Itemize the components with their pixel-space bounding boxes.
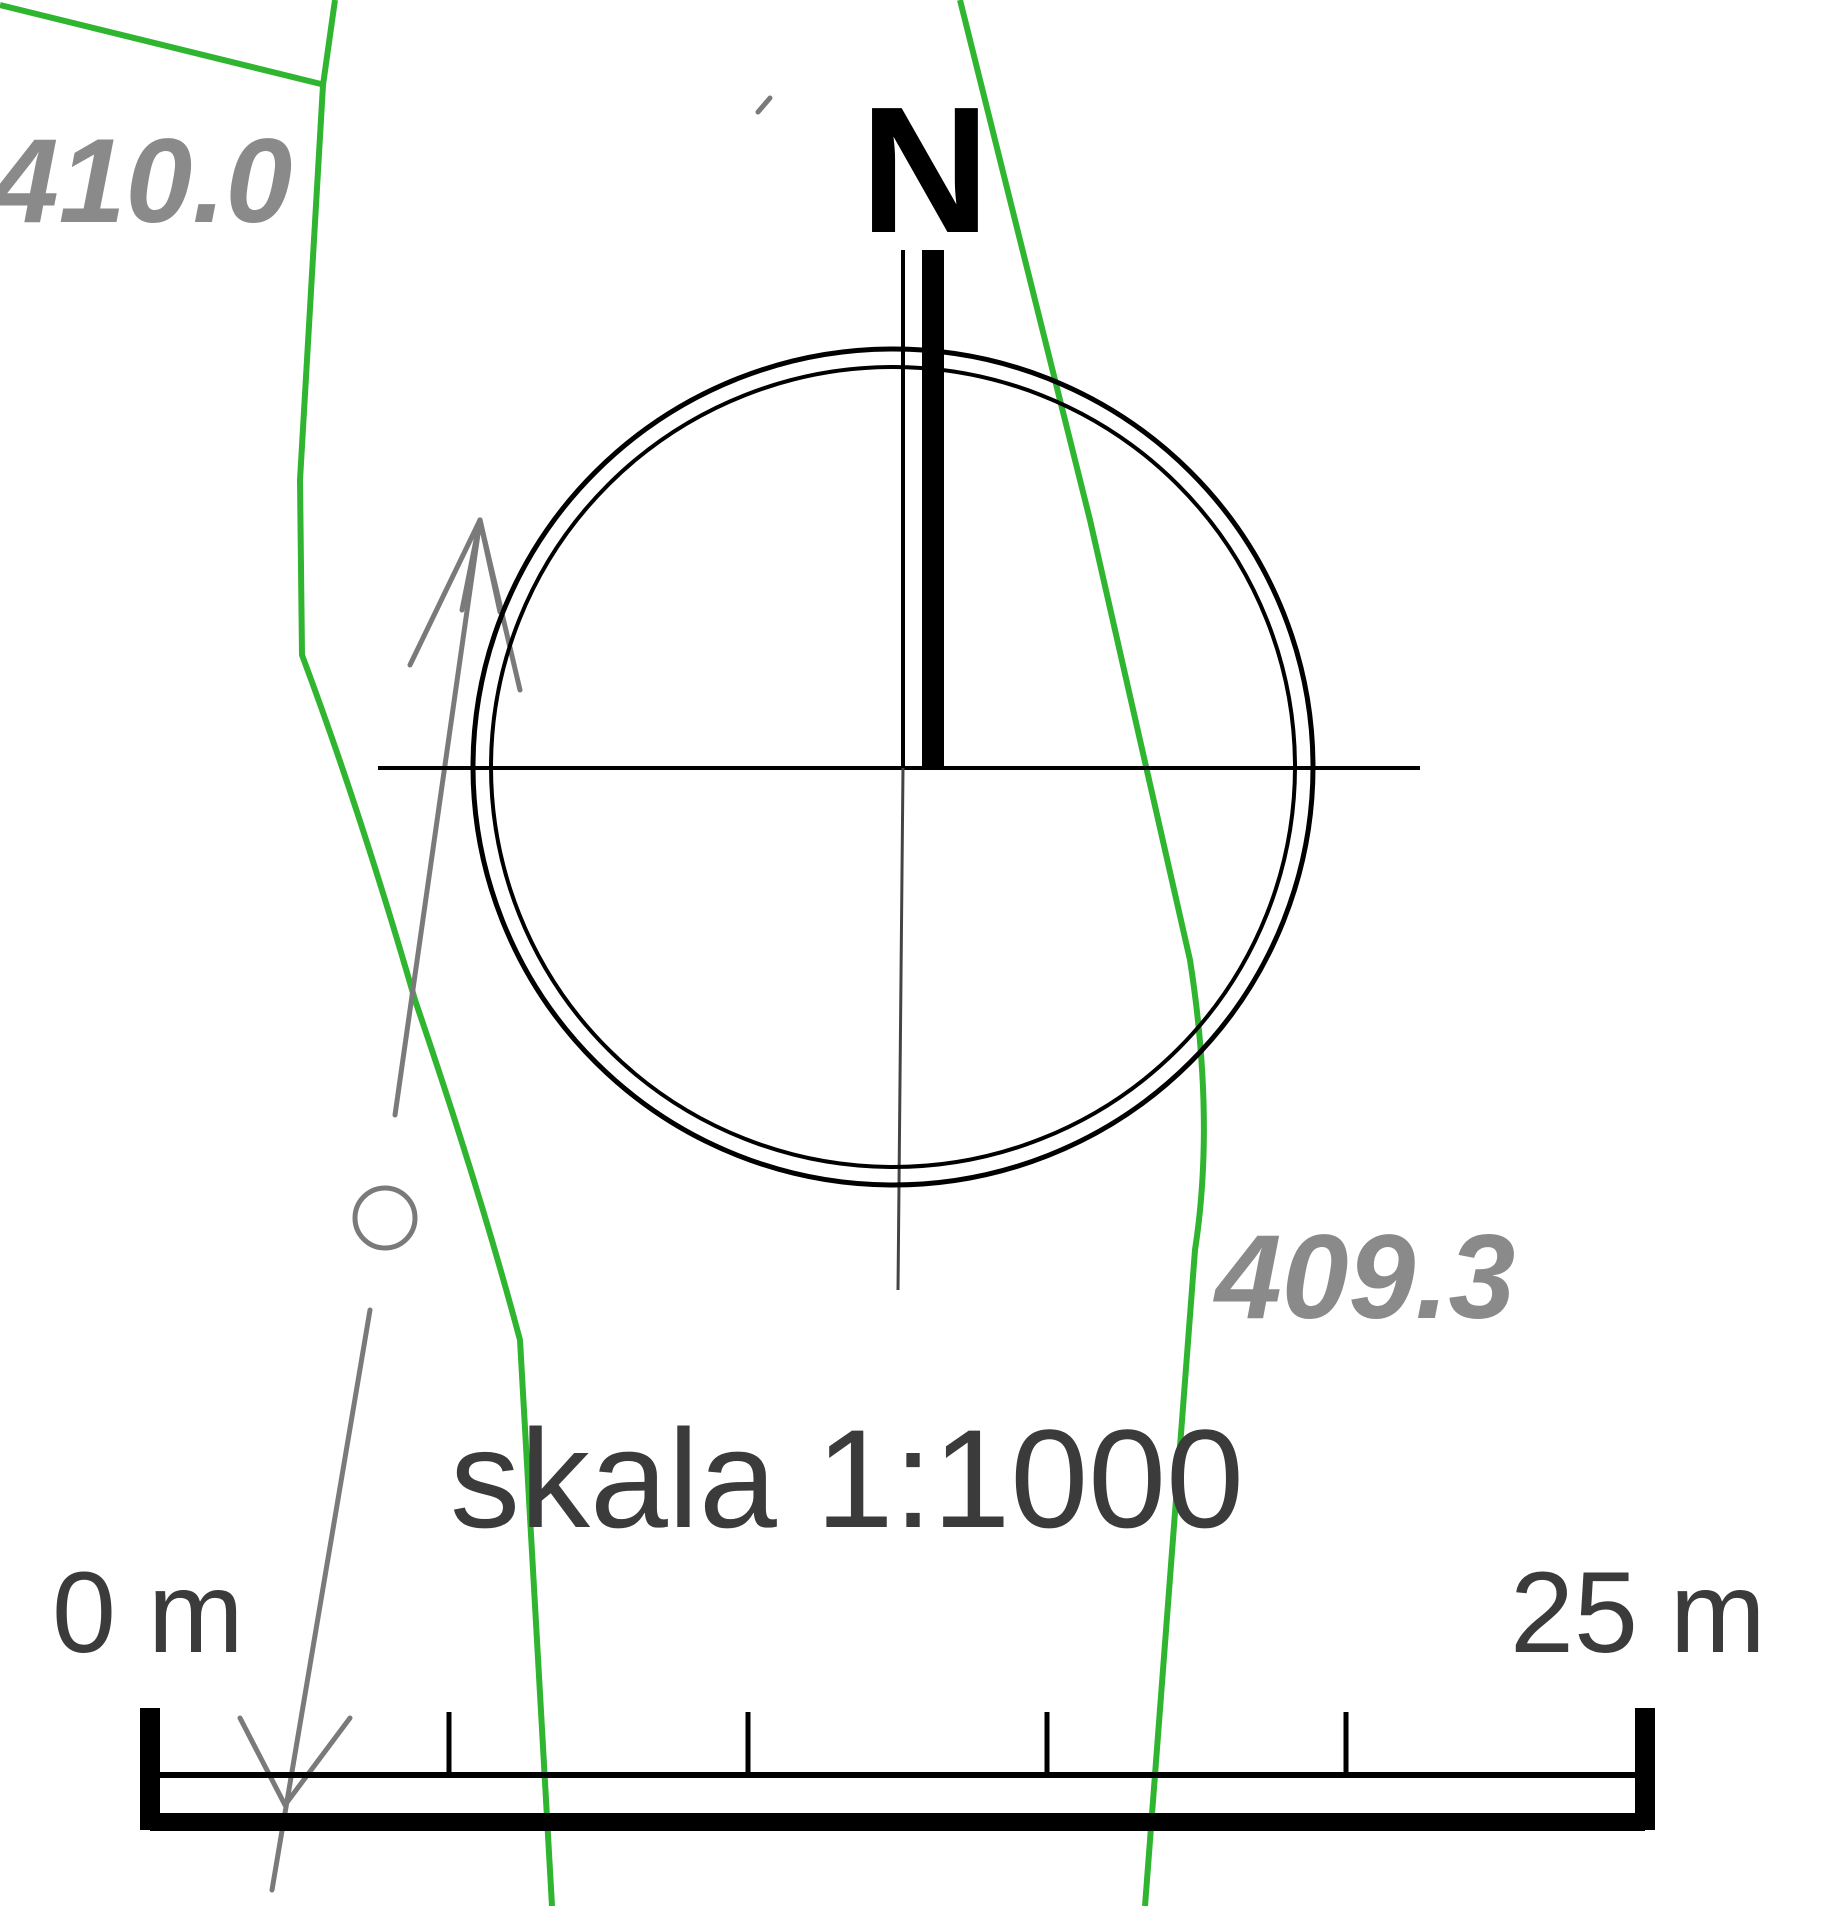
elevation-label-right: 409.3 [1213, 1210, 1515, 1344]
scalebar-start-label: 0 m [52, 1549, 244, 1677]
double-circle-outer [470, 346, 1316, 1188]
survey-arrow-down-icon [237, 1715, 353, 1808]
boundary-right-parcel [957, 0, 1207, 1906]
elevation-label-top-left: 410.0 [0, 114, 292, 248]
survey-line-upper [392, 517, 483, 1118]
scalebar-end-label: 25 m [1510, 1549, 1766, 1677]
north-label: N [860, 70, 990, 271]
small-tick-mark [755, 95, 773, 115]
circle-marker-icon [352, 1185, 418, 1251]
boundary-top-left [0, 2, 326, 88]
north-needle [922, 250, 944, 768]
scale-ratio-label: skala 1:1000 [450, 1400, 1244, 1557]
parcel-boundaries [0, 0, 1207, 1906]
scalebar [140, 1708, 1655, 1831]
north-arrow-icon [378, 250, 1420, 1291]
survey-line-lower [269, 1307, 373, 1893]
survey-marks [237, 95, 773, 1893]
double-circle-inner [489, 365, 1297, 1169]
boundary-left-parcel [297, 0, 555, 1906]
crosshair-vertical-lower [896, 767, 905, 1291]
survey-arrow-icon [407, 517, 523, 693]
